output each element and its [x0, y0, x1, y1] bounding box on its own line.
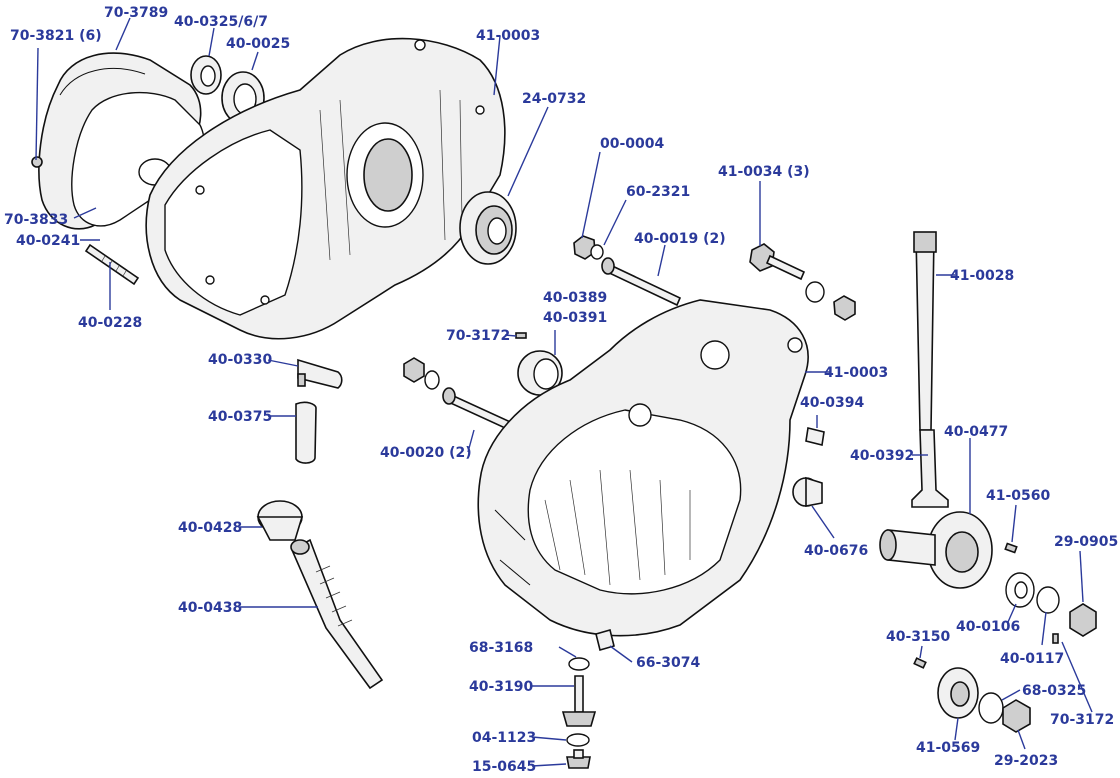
label-04-1123: 04-1123 — [472, 730, 536, 746]
label-40-0428: 40-0428 — [178, 520, 242, 536]
label-40-3190: 40-3190 — [469, 679, 534, 695]
label-40-0117: 40-0117 — [1000, 651, 1064, 667]
cover-screw — [31, 156, 43, 168]
label-70-3821: 70-3821 (6) — [10, 28, 102, 44]
bolt-washer — [805, 281, 825, 303]
stud-bolt — [84, 243, 140, 286]
label-70-3833: 70-3833 — [4, 212, 68, 228]
label-41-0560: 41-0560 — [986, 488, 1051, 504]
leader-lines — [35, 17, 1093, 767]
label-41-0003-top: 41-0003 — [476, 28, 540, 44]
label-29-0905: 29-0905 — [1054, 534, 1118, 550]
label-70-3789: 70-3789 — [104, 5, 168, 21]
pinion-washer — [978, 692, 1004, 724]
washer — [590, 244, 604, 260]
label-40-0438: 40-0438 — [178, 600, 242, 616]
label-00-0004: 00-0004 — [600, 136, 665, 152]
bush-ring — [517, 350, 563, 396]
dowel-pin-lower — [1052, 633, 1059, 644]
label-40-0477: 40-0477 — [944, 424, 1008, 440]
large-bush — [792, 476, 823, 507]
label-40-0228: 40-0228 — [78, 315, 142, 331]
main-bearing — [459, 191, 517, 265]
label-29-2023: 29-2023 — [994, 753, 1058, 769]
cam-gear — [879, 511, 993, 589]
breather-plug — [297, 358, 343, 389]
label-40-0375: 40-0375 — [208, 409, 272, 425]
part-labels: 70-3789 70-3821 (6) 40-0325/6/7 40-0025 … — [4, 5, 1118, 775]
woodruff-key — [1004, 542, 1018, 554]
label-40-0025: 40-0025 — [226, 36, 290, 52]
label-70-3172-bottom: 70-3172 — [1050, 712, 1114, 728]
spindle-shaft — [290, 538, 384, 690]
label-68-3168: 68-3168 — [469, 640, 533, 656]
label-60-2321: 60-2321 — [626, 184, 690, 200]
cam-follower — [911, 429, 949, 508]
label-41-0028: 41-0028 — [950, 268, 1014, 284]
stud-lower-nut — [403, 357, 440, 390]
bolt-hex — [749, 243, 806, 281]
drain-washer — [566, 733, 590, 747]
label-15-0645: 15-0645 — [472, 759, 536, 775]
label-40-0394: 40-0394 — [800, 395, 865, 411]
gear-nut — [1069, 603, 1097, 637]
dowel-pin-upper — [515, 332, 527, 339]
label-41-0003-mid: 41-0003 — [824, 365, 888, 381]
label-68-0325: 68-0325 — [1022, 683, 1086, 699]
label-40-0020: 40-0020 (2) — [380, 445, 472, 461]
spindle-bush — [256, 500, 304, 541]
drain-bolt — [566, 749, 591, 769]
bolt-nut — [833, 295, 856, 321]
label-40-0392: 40-0392 — [850, 448, 914, 464]
spacer-sleeve — [595, 629, 615, 651]
label-40-0391: 40-0391 — [543, 310, 607, 326]
label-24-0732: 24-0732 — [522, 91, 586, 107]
label-40-0325: 40-0325/6/7 — [174, 14, 268, 30]
crankcase-right-half — [477, 299, 809, 637]
label-41-0569: 41-0569 — [916, 740, 980, 756]
thrust-washer — [1005, 572, 1035, 608]
drive-key — [913, 657, 927, 669]
through-bolt-upper — [601, 257, 682, 307]
breather-tube — [295, 401, 317, 464]
pinion-gear — [937, 667, 979, 719]
sealing-washer — [568, 657, 590, 671]
label-70-3172-top: 70-3172 — [446, 328, 510, 344]
label-40-0676: 40-0676 — [804, 543, 868, 559]
label-40-0389: 40-0389 — [543, 290, 607, 306]
pinion-nut — [1002, 699, 1031, 733]
label-40-0019: 40-0019 (2) — [634, 231, 726, 247]
label-40-0241: 40-0241 — [16, 233, 80, 249]
drain-plug — [561, 675, 597, 727]
small-bush — [805, 427, 825, 446]
label-66-3074: 66-3074 — [636, 655, 701, 671]
crankcase-left-half — [145, 37, 506, 340]
lock-washer — [1036, 586, 1060, 614]
label-40-3150: 40-3150 — [886, 629, 951, 645]
oil-seal-small — [190, 55, 222, 95]
label-40-0106: 40-0106 — [956, 619, 1020, 635]
label-40-0330: 40-0330 — [208, 352, 273, 368]
label-41-0034: 41-0034 (3) — [718, 164, 810, 180]
cam-shaft-rod — [913, 231, 937, 431]
